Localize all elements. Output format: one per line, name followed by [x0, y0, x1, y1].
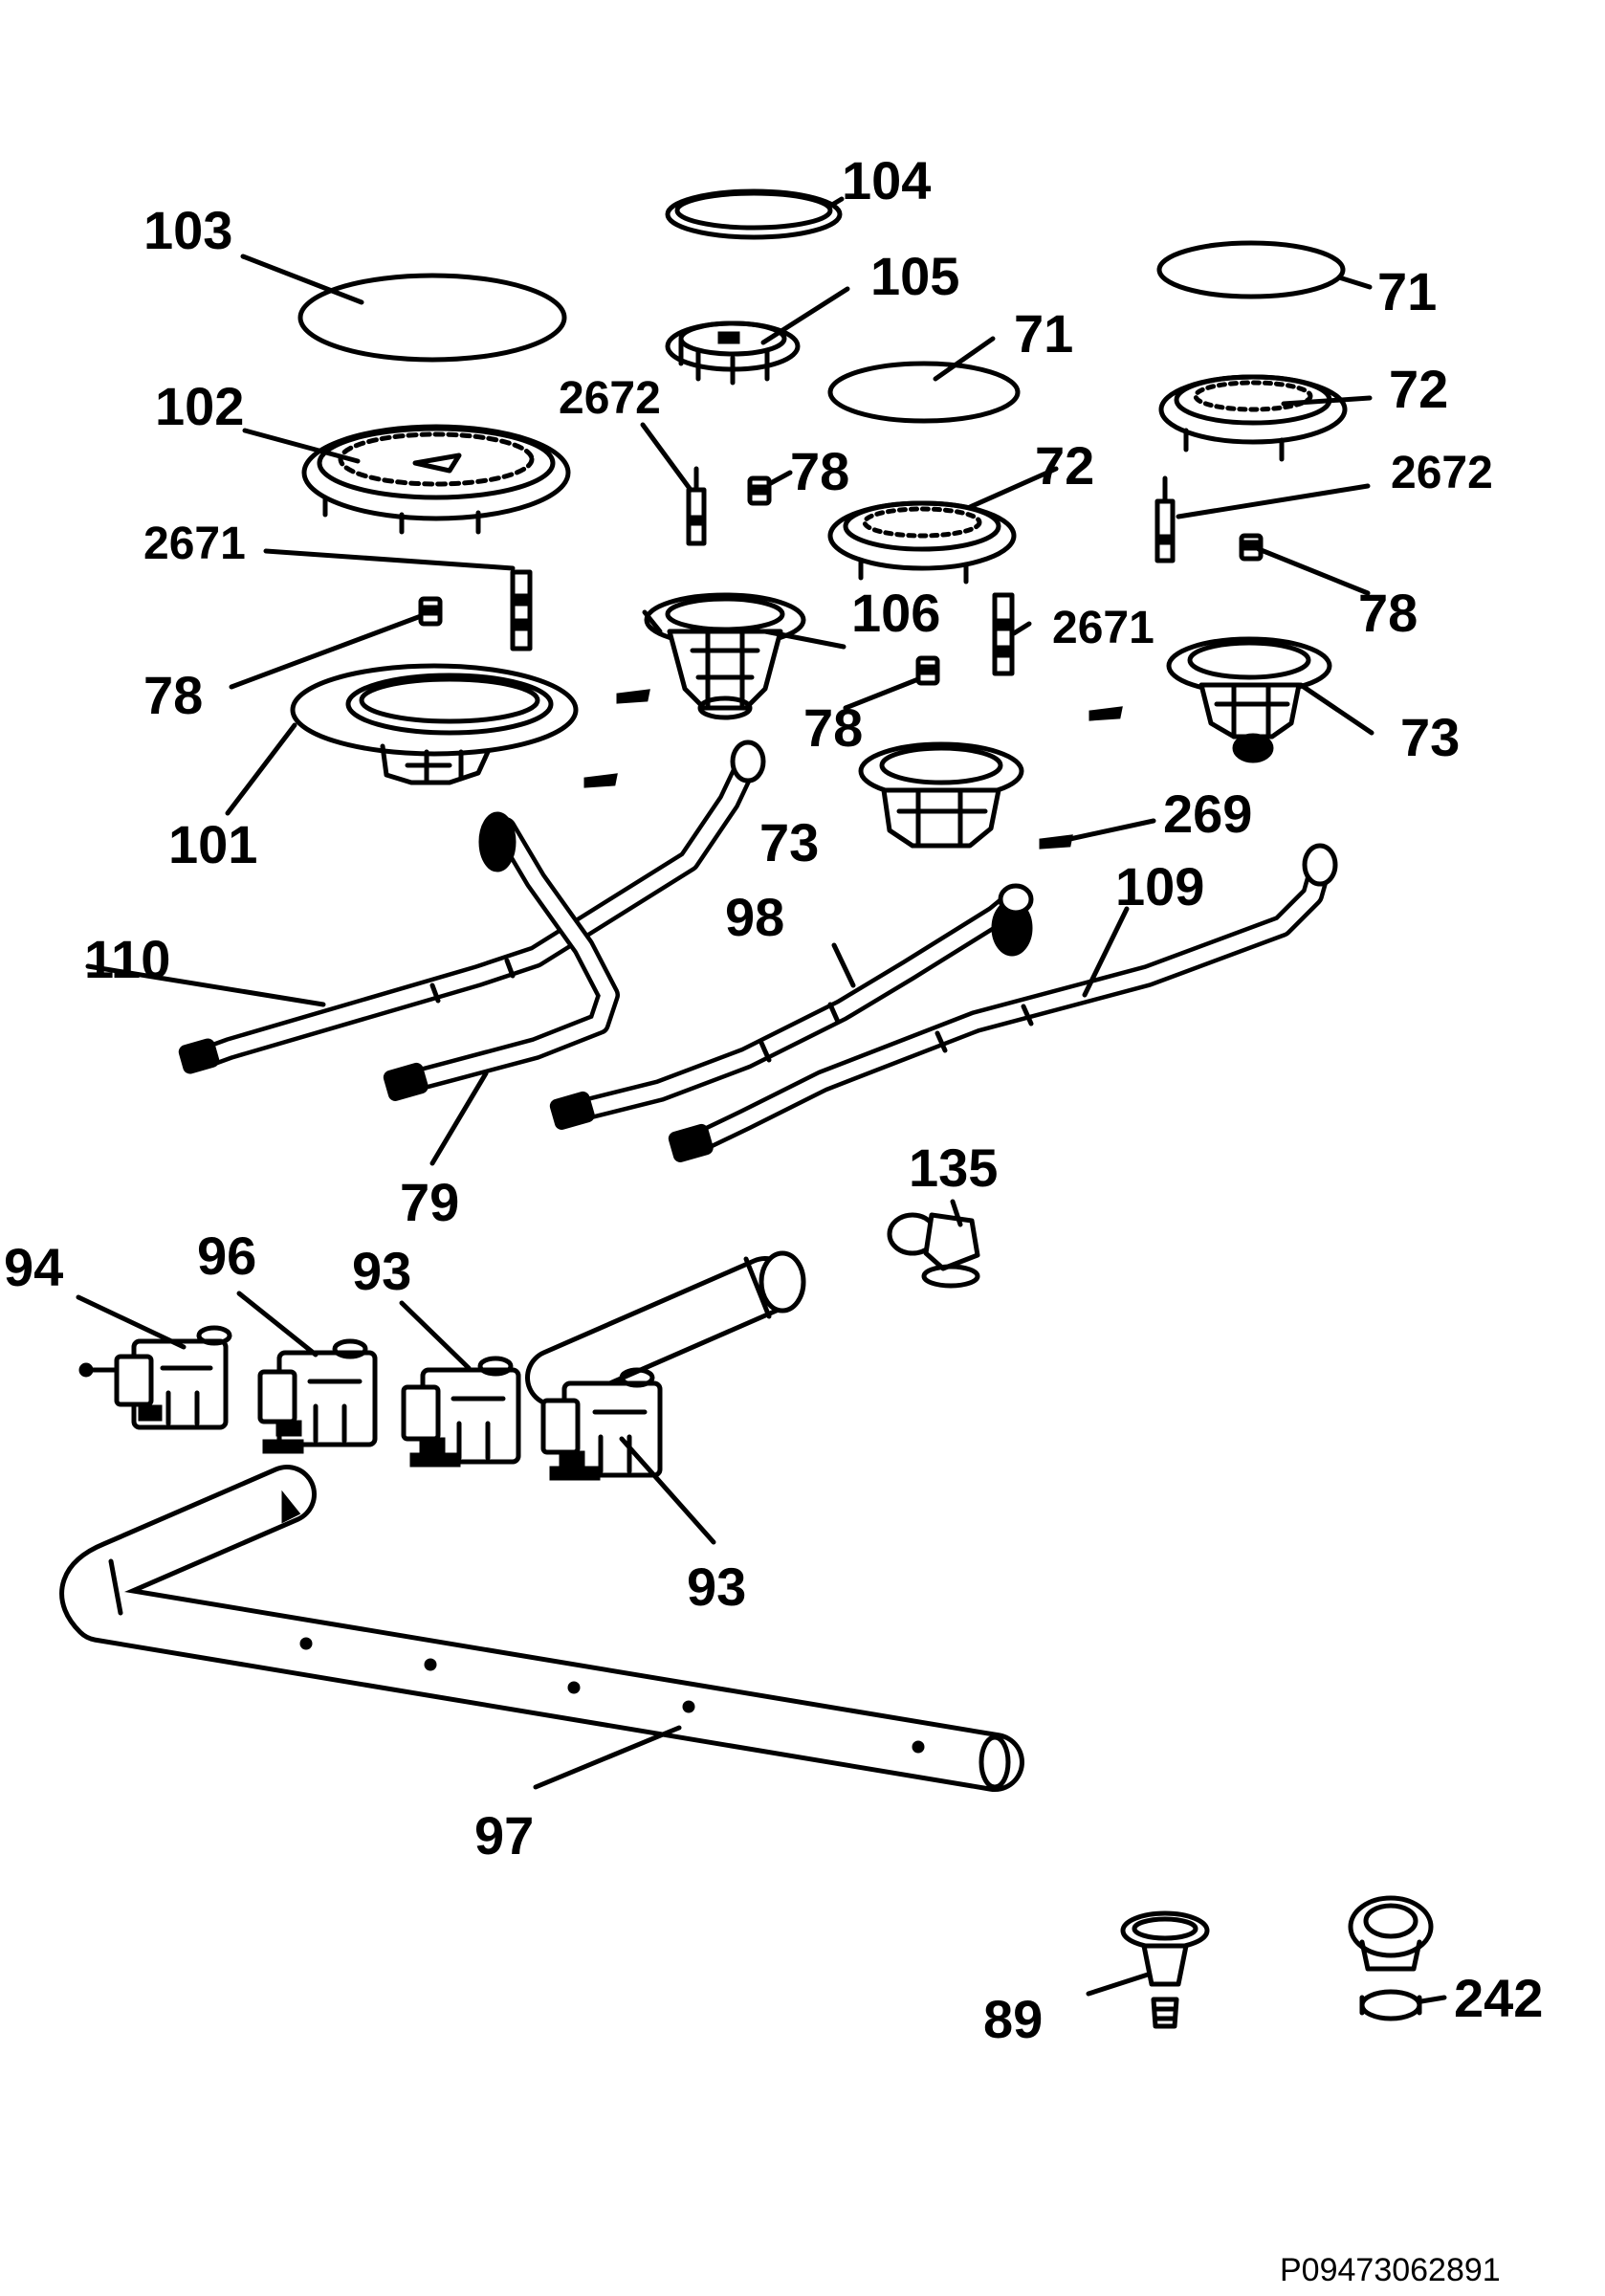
callout-79: 79	[400, 1172, 459, 1232]
part-105-burner-crown	[665, 320, 801, 386]
inlet-pipe	[525, 1250, 806, 1407]
part-242-knob	[1348, 1895, 1434, 2021]
part-106-burner-body	[642, 592, 806, 720]
part-78-nozzle-a	[747, 475, 772, 506]
callout-73-right: 73	[1400, 707, 1460, 767]
callout-71-middle: 71	[1014, 303, 1073, 364]
part-89-injector	[1120, 1910, 1210, 2029]
callout-105: 105	[870, 246, 959, 306]
part-2671-electrode-left	[510, 569, 533, 651]
callout-101: 101	[168, 814, 257, 874]
part-78-nozzle-b	[1239, 533, 1264, 562]
callout-104: 104	[842, 150, 931, 210]
part-71-burner-cap-middle	[827, 361, 1021, 424]
part-101-burner-body	[290, 663, 579, 785]
part-93-valve-a	[401, 1356, 521, 1468]
part-98-gas-tube	[549, 883, 1034, 1130]
part-73-burner-body-middle	[858, 741, 1024, 849]
part-73-burner-body-right	[1166, 636, 1332, 763]
callout-labels: 104 103 105 71 71 2672 102 78 72 72 2672…	[4, 150, 1543, 2049]
part-94-valve	[78, 1325, 232, 1430]
callout-269: 269	[1163, 784, 1252, 844]
callout-110: 110	[84, 929, 170, 989]
callout-98: 98	[725, 887, 784, 947]
part-102-burner-crown	[301, 424, 571, 535]
callout-102: 102	[155, 376, 244, 436]
part-110-gas-tube	[178, 740, 766, 1074]
callout-106: 106	[851, 583, 940, 643]
callout-71-right: 71	[1377, 261, 1437, 321]
callout-103: 103	[143, 200, 232, 260]
part-2672-thermocouple-right	[1154, 475, 1176, 563]
callout-78-left: 78	[143, 665, 203, 725]
callout-242: 242	[1454, 1968, 1543, 2028]
callout-89: 89	[983, 1989, 1043, 2049]
leader-lines	[76, 196, 1447, 2004]
part-78-nozzle-d	[915, 655, 940, 686]
part-2671-electrode-right	[992, 592, 1015, 676]
part-103-burner-cap	[297, 273, 567, 363]
part-2672-thermocouple-left	[686, 466, 707, 546]
callout-94: 94	[4, 1237, 63, 1297]
part-72-burner-crown-right	[1158, 374, 1348, 462]
callout-109: 109	[1115, 856, 1204, 916]
part-104-burner-cap	[665, 188, 843, 240]
part-71-burner-cap-right	[1156, 240, 1346, 299]
callout-93-right: 93	[687, 1556, 746, 1617]
part-96-valve	[257, 1338, 378, 1454]
callout-2671-right: 2671	[1052, 603, 1154, 653]
callout-78-top: 78	[790, 441, 849, 501]
callout-135: 135	[909, 1137, 998, 1198]
part-78-nozzle-c	[418, 596, 443, 627]
callout-72-right: 72	[1389, 359, 1448, 419]
callout-78-right: 78	[1358, 583, 1418, 643]
callout-2672-right: 2672	[1391, 448, 1493, 498]
diagram-code: P09473062891	[1280, 2252, 1501, 2288]
part-109-gas-tube	[668, 843, 1338, 1162]
callout-2672-left: 2672	[559, 373, 661, 424]
callout-72-middle: 72	[1035, 435, 1094, 496]
callout-96: 96	[197, 1225, 256, 1286]
callout-73-middle: 73	[759, 812, 819, 872]
part-135-fitting	[887, 1199, 980, 1289]
part-97-gas-rail	[59, 1465, 1024, 1792]
part-79-gas-tube	[383, 811, 620, 1101]
part-72-burner-crown-middle	[827, 500, 1017, 585]
callout-78-middle: 78	[803, 697, 863, 758]
callout-97: 97	[474, 1805, 534, 1866]
callout-93-left: 93	[352, 1241, 411, 1301]
callout-2671-left: 2671	[143, 519, 246, 569]
